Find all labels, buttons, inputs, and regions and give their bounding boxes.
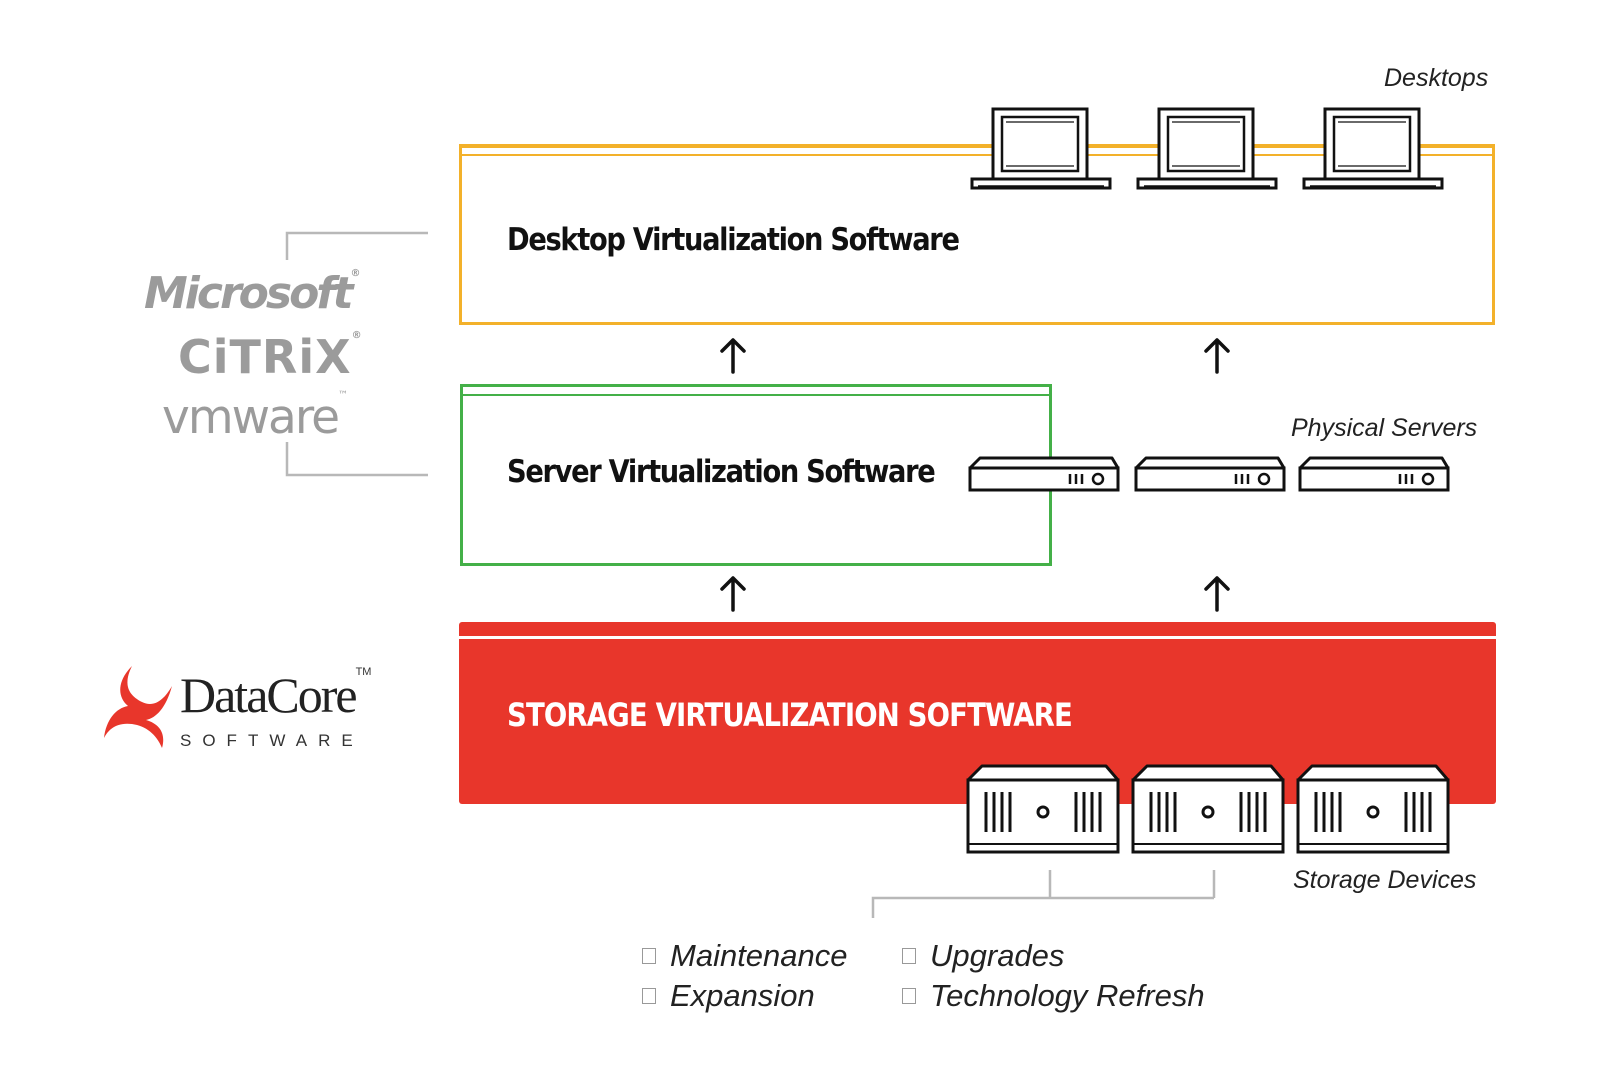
rack-server-icon <box>968 456 1120 492</box>
list-item: Upgrades <box>902 936 1205 976</box>
datacore-name: DataCore <box>180 667 358 723</box>
datacore-trademark: TM <box>355 666 372 678</box>
storage-layer-title: STORAGE VIRTUALIZATION SOFTWARE <box>507 696 1073 734</box>
arrow-up-icon <box>720 338 746 374</box>
checkbox-square-icon <box>902 988 916 1004</box>
benefit-label: Expansion <box>670 978 815 1013</box>
benefits-bracket <box>871 870 1216 918</box>
arrow-up-icon <box>1204 576 1230 612</box>
laptop-icon <box>1136 107 1278 190</box>
benefit-label: Technology Refresh <box>930 978 1205 1013</box>
storage-devices-caption: Storage Devices <box>1293 866 1477 894</box>
datacore-mark-icon <box>104 666 172 748</box>
datacore-logo: DataCoreTM <box>180 666 371 724</box>
laptop-icon <box>1302 107 1444 190</box>
rack-server-icon <box>1134 456 1286 492</box>
storage-devices <box>966 764 1450 854</box>
physical-servers-caption: Physical Servers <box>1291 414 1478 442</box>
rack-server-icon <box>1298 456 1450 492</box>
benefit-label: Maintenance <box>670 938 848 973</box>
storage-array-icon <box>1131 764 1285 854</box>
benefits-list-right: Upgrades Technology Refresh <box>902 936 1205 1016</box>
server-devices <box>968 456 1450 492</box>
checkbox-square-icon <box>642 948 656 964</box>
arrow-up-icon <box>720 576 746 612</box>
desktop-virtualization-layer <box>459 144 1495 325</box>
vmware-logo: vmware™ <box>162 390 348 445</box>
benefits-list-left: Maintenance Expansion <box>642 936 848 1016</box>
list-item: Expansion <box>642 976 848 1016</box>
desktops-caption: Desktops <box>1384 64 1489 92</box>
desktop-devices <box>970 107 1444 190</box>
server-layer-title: Server Virtualization Software <box>507 454 936 490</box>
checkbox-square-icon <box>902 948 916 964</box>
list-item: Maintenance <box>642 936 848 976</box>
benefit-label: Upgrades <box>930 938 1065 973</box>
arrow-up-icon <box>1204 338 1230 374</box>
vendor-bracket <box>285 231 428 477</box>
datacore-subtitle: SOFTWARE <box>180 731 364 750</box>
checkbox-square-icon <box>642 988 656 1004</box>
desktop-layer-title: Desktop Virtualization Software <box>507 222 960 258</box>
citrix-logo: CiTRiX® <box>178 330 363 384</box>
microsoft-logo: Microsoft® <box>144 268 360 319</box>
storage-array-icon <box>1296 764 1450 854</box>
storage-array-icon <box>966 764 1120 854</box>
list-item: Technology Refresh <box>902 976 1205 1016</box>
laptop-icon <box>970 107 1112 190</box>
